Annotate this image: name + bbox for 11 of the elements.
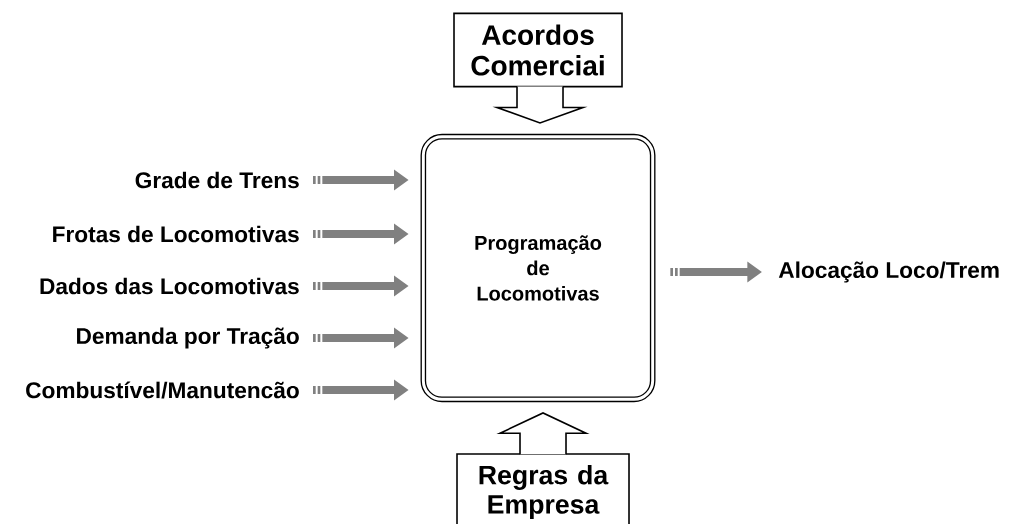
input-box: Regras da Empresa xyxy=(456,453,630,524)
input-label: Dados das Locomotivas xyxy=(40,277,299,295)
input-label: Frotas de Locomotivas xyxy=(53,225,299,243)
output-label: Alocação Loco/Trem xyxy=(778,261,999,283)
input-label: Combustível/Manutencão xyxy=(26,381,299,399)
input-label: Demanda por Tração xyxy=(77,327,299,349)
process-box: Programação de Locomotivas xyxy=(420,133,656,403)
input-box: Acordos Comerciai xyxy=(453,12,623,88)
input-label: Grade de Trens xyxy=(135,171,299,189)
block-arrow xyxy=(492,85,588,124)
block-arrow xyxy=(496,412,590,455)
